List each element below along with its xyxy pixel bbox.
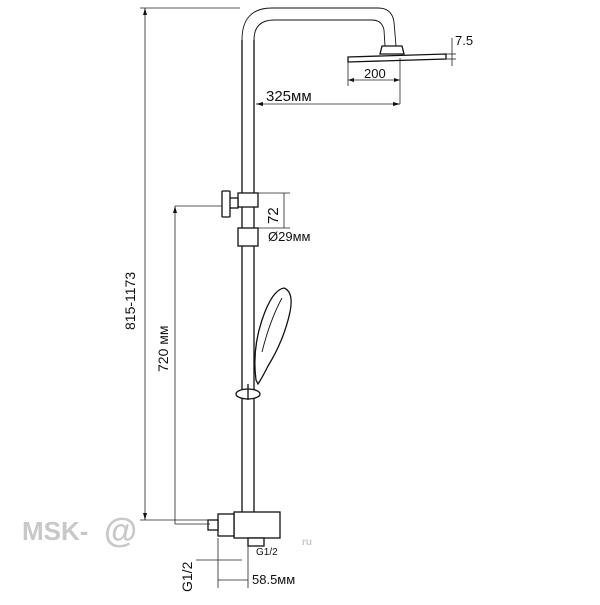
mixer-inlet <box>217 513 235 537</box>
watermark-at-sign: @ <box>104 512 137 550</box>
shower-head <box>347 38 456 66</box>
lower-clamp <box>237 227 259 247</box>
arm-length-dimension <box>256 102 400 106</box>
mixer-outlet <box>247 537 265 547</box>
valve-height-label: 720 мм <box>155 326 171 373</box>
shower-column <box>241 7 397 520</box>
mixer-inlet-nut <box>207 519 219 531</box>
arrow-right <box>393 102 400 106</box>
arm-bend-inner <box>253 19 386 47</box>
arm-length-label: 325мм <box>266 88 312 105</box>
head-diameter-label: 200 <box>364 66 386 81</box>
hand-shower <box>254 287 292 386</box>
shower-head-connector <box>379 45 405 55</box>
upper-holder <box>221 190 259 247</box>
inlet-thread-label: G1/2 <box>179 561 195 592</box>
watermark-brand: MSK- <box>22 516 88 546</box>
mixer-body <box>233 511 281 539</box>
inlet-offset-label: 58.5мм <box>252 572 295 587</box>
holder-spacing-label: 72 <box>265 207 282 224</box>
mixer-valve <box>207 511 281 547</box>
watermark: MSK- @ ru <box>22 512 312 550</box>
head-diameter-dimension <box>347 58 401 104</box>
outlet-thread-label: G1/2 <box>256 547 278 558</box>
holder-spacing-dimension <box>258 192 290 229</box>
holder-knob <box>221 190 231 218</box>
head-thickness-label: 7.5 <box>455 33 473 48</box>
arrow-left <box>256 102 263 106</box>
inlet-offset-dimension <box>196 538 249 588</box>
arrow-right <box>394 78 400 82</box>
hand-shower-head <box>254 287 292 386</box>
holder-clamp <box>237 192 259 208</box>
shower-head-plate <box>347 53 447 63</box>
total-height-dimension <box>140 7 240 521</box>
arrow-top <box>173 206 177 213</box>
arrow-bottom <box>143 513 147 520</box>
pipe-diameter-label: Ø29мм <box>268 229 311 244</box>
middle-bracket <box>235 384 261 400</box>
arrow-top <box>143 8 147 15</box>
watermark-suffix: ru <box>302 537 312 548</box>
arm-bend-outer <box>241 7 397 47</box>
hand-shower-face <box>261 297 283 353</box>
arrow-left <box>348 78 354 82</box>
valve-height-dimension <box>173 205 222 525</box>
total-height-label: 815-1173 <box>122 272 138 330</box>
